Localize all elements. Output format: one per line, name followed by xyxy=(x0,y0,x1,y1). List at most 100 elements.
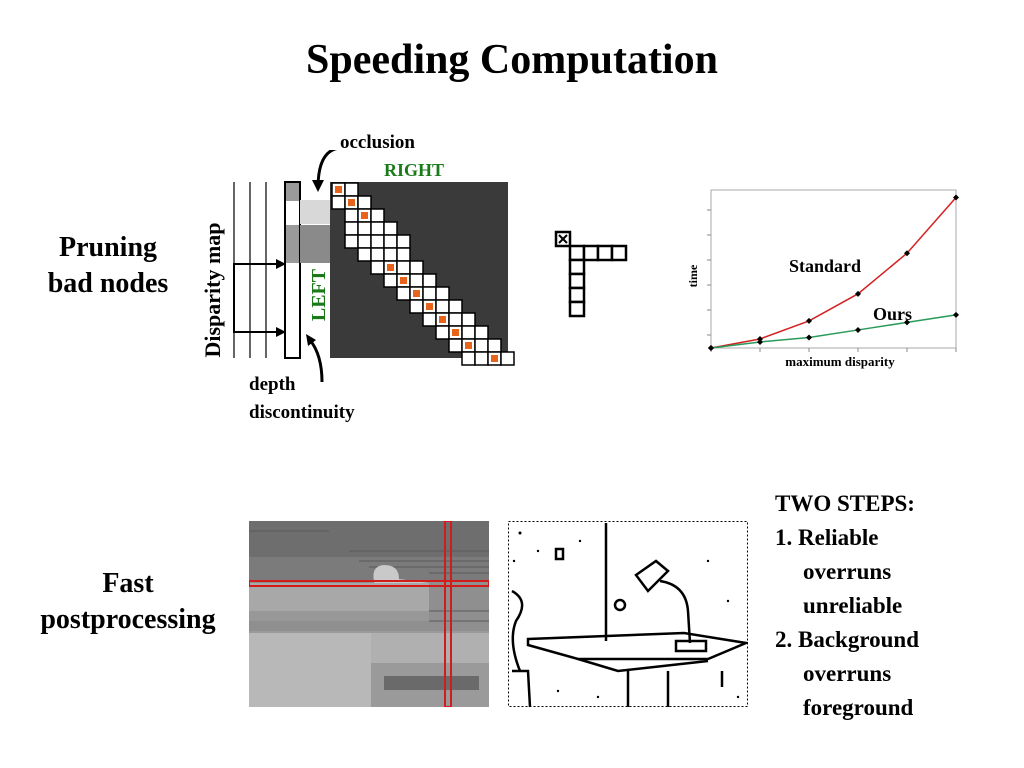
gray-band xyxy=(300,200,330,224)
data-point xyxy=(904,319,910,326)
neighborhood-cell xyxy=(568,272,586,290)
neighborhood-cells xyxy=(554,230,628,318)
grid-cell xyxy=(396,260,411,275)
neighborhood-cell xyxy=(610,244,628,262)
grid-cell xyxy=(357,234,372,249)
region xyxy=(249,521,489,557)
grid-cell-highlight xyxy=(387,264,394,271)
grid-cell xyxy=(344,182,359,197)
neighborhood-cell xyxy=(568,258,586,276)
grid-cell xyxy=(370,221,385,236)
data-point xyxy=(757,338,763,345)
edges xyxy=(511,523,748,707)
grid-cell xyxy=(396,286,411,301)
arrow-head xyxy=(306,334,316,346)
grid-cell-highlight xyxy=(400,277,407,284)
data-point xyxy=(757,335,763,342)
neighborhood-shape xyxy=(554,230,628,318)
step2-line1: 2. Background xyxy=(775,627,920,652)
grid-cell xyxy=(500,351,515,366)
grid-cell-highlight xyxy=(439,316,446,323)
two-steps-list: TWO STEPS: 1. Reliable overruns unreliab… xyxy=(775,487,919,725)
y-axis-label: time xyxy=(686,264,700,287)
grid-cell xyxy=(474,338,489,353)
grid-cell xyxy=(435,286,450,301)
grid-cell xyxy=(435,299,450,314)
grid-cell-highlight xyxy=(491,355,498,362)
grid-cell xyxy=(461,325,476,340)
grid-cell-highlight xyxy=(348,199,355,206)
neighborhood-cell xyxy=(568,300,586,318)
row2-label: Fast postprocessing xyxy=(18,566,238,638)
grid-cell xyxy=(357,247,372,262)
grid-cell xyxy=(448,299,463,314)
grid-cell xyxy=(422,273,437,288)
grid-cell-highlight xyxy=(452,329,459,336)
gray-band xyxy=(300,225,330,263)
grid-cell-highlight xyxy=(465,342,472,349)
grid-cell xyxy=(370,247,385,262)
depth-label-line2: discontinuity xyxy=(249,402,355,423)
grid-cell xyxy=(422,286,437,301)
grid-cell xyxy=(396,234,411,249)
disparity-map-axis-label: Disparity map xyxy=(200,222,225,357)
steps-heading: TWO STEPS: xyxy=(775,491,915,516)
grid-cell-highlight xyxy=(426,303,433,310)
data-point xyxy=(953,194,959,201)
occlusion-label: occlusion xyxy=(340,132,415,153)
data-point xyxy=(904,250,910,257)
disparity-segment xyxy=(286,183,299,201)
neighborhood-cell xyxy=(596,244,614,262)
slide-title: Speeding Computation xyxy=(306,37,718,83)
row1-label-line1: Pruning xyxy=(58,232,158,263)
x-axis-label: maximum disparity xyxy=(785,354,895,369)
grid-cell xyxy=(409,273,424,288)
grid-cell xyxy=(448,338,463,353)
disparity-column xyxy=(284,181,301,359)
disparity-result-image xyxy=(249,521,489,707)
step1-line2: overruns xyxy=(803,559,892,584)
neighborhood-cell xyxy=(568,286,586,304)
grid-cell-highlight xyxy=(361,212,368,219)
edge-image xyxy=(508,521,748,707)
grid-cell xyxy=(357,221,372,236)
region xyxy=(371,633,489,663)
grid-cell xyxy=(422,312,437,327)
grid-cell xyxy=(383,247,398,262)
grid-cell xyxy=(370,234,385,249)
region xyxy=(384,676,479,690)
cross-mark xyxy=(558,234,568,244)
series-line xyxy=(710,197,957,349)
desk-region xyxy=(249,583,429,611)
step2-line3: foreground xyxy=(803,695,914,720)
grid-cell xyxy=(344,208,359,223)
disparity-diagram: Disparity map LEFT xyxy=(200,150,515,383)
grid-cell xyxy=(461,312,476,327)
data-point xyxy=(708,345,714,351)
neighborhood-cell xyxy=(568,244,586,262)
grid-cell xyxy=(370,208,385,223)
depth-label-line1: depth xyxy=(249,374,296,395)
grid-cell xyxy=(344,234,359,249)
arrow-head xyxy=(276,259,286,269)
row1-label: Pruning bad nodes xyxy=(18,230,198,302)
data-point xyxy=(953,311,959,318)
scanline-vertical xyxy=(444,521,452,707)
arrow-head xyxy=(312,180,324,192)
scanline-horizontal xyxy=(249,580,489,587)
data-point xyxy=(855,290,861,297)
neighborhood-cell xyxy=(582,244,600,262)
grid-cell-highlight xyxy=(413,290,420,297)
data-point xyxy=(806,317,812,324)
disparity-grid xyxy=(331,182,515,366)
grid-cell xyxy=(409,299,424,314)
row2-label-line1: Fast xyxy=(102,568,154,599)
bracket xyxy=(233,263,282,333)
grid-cell xyxy=(487,338,502,353)
data-point xyxy=(855,326,861,333)
grid-cell xyxy=(383,221,398,236)
step1-line3: unreliable xyxy=(803,593,903,618)
depth-discontinuity-label: depth discontinuity xyxy=(249,371,355,427)
grid-cell xyxy=(461,351,476,366)
series-label-standard: Standard xyxy=(789,256,861,276)
